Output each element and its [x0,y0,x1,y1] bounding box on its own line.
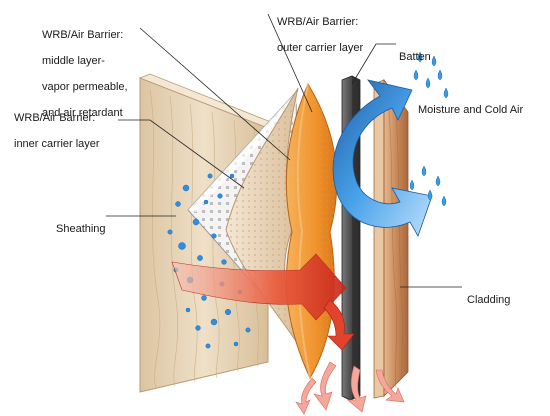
label-cladding-text: Cladding [467,294,510,307]
label-wrb-outer-line1: WRB/Air Barrier: [277,16,363,29]
label-wrb-outer-layer: WRB/Air Barrier: outer carrier layer [277,3,363,68]
label-wrb-inner-line2: inner carrier layer [14,138,100,151]
label-cladding: Cladding [467,281,510,320]
label-wrb-middle-line1: WRB/Air Barrier: [42,29,128,42]
label-batten: Batten [399,38,431,77]
label-wrb-inner-layer: WRB/Air Barrier: inner carrier layer [14,99,100,164]
label-batten-text: Batten [399,51,431,64]
label-sheathing-text: Sheathing [56,223,106,236]
label-wrb-outer-line2: outer carrier layer [277,42,363,55]
label-wrb-middle-line3: vapor permeable, [42,81,128,94]
label-sheathing: Sheathing [56,210,106,249]
label-moisture-cold-air: Moisture and Cold Air [418,91,523,130]
label-wrb-middle-line2: middle layer- [42,55,128,68]
outer-carrier-layer [286,84,336,378]
label-moisture-text: Moisture and Cold Air [418,104,523,117]
cladding-panel [374,80,408,398]
label-wrb-inner-line1: WRB/Air Barrier: [14,112,100,125]
